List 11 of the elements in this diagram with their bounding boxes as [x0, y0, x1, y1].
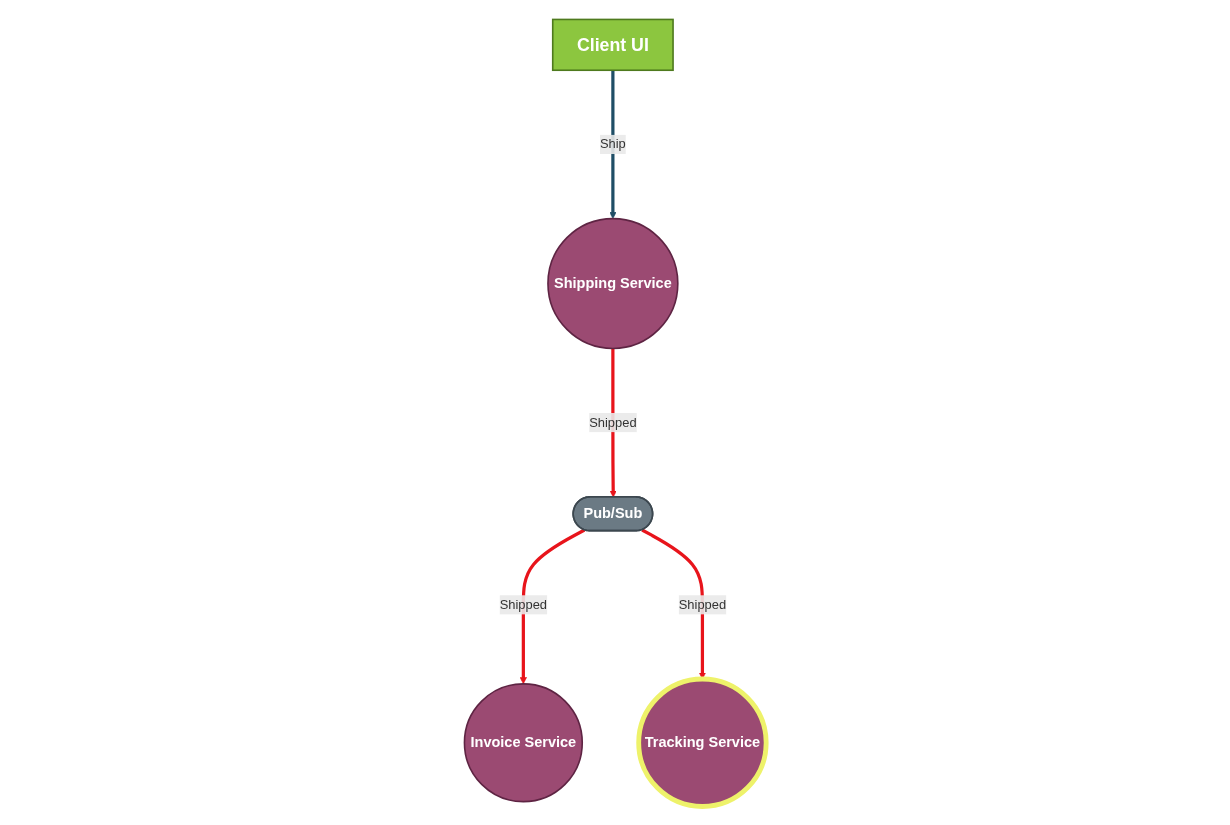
node-circle: Shipping Service — [546, 217, 679, 349]
edge-label: Ship — [599, 136, 626, 151]
node-circle: Tracking Service — [635, 676, 769, 809]
node-circle: Invoice Service — [463, 682, 583, 802]
arrow — [609, 69, 617, 219]
edge-label: Shipped — [588, 414, 637, 429]
arrow — [519, 528, 585, 684]
edge-label: Shipped — [678, 597, 726, 611]
node-box: Client UI — [551, 18, 674, 71]
edge-label: Shipped — [499, 597, 547, 611]
arrow — [609, 347, 617, 498]
